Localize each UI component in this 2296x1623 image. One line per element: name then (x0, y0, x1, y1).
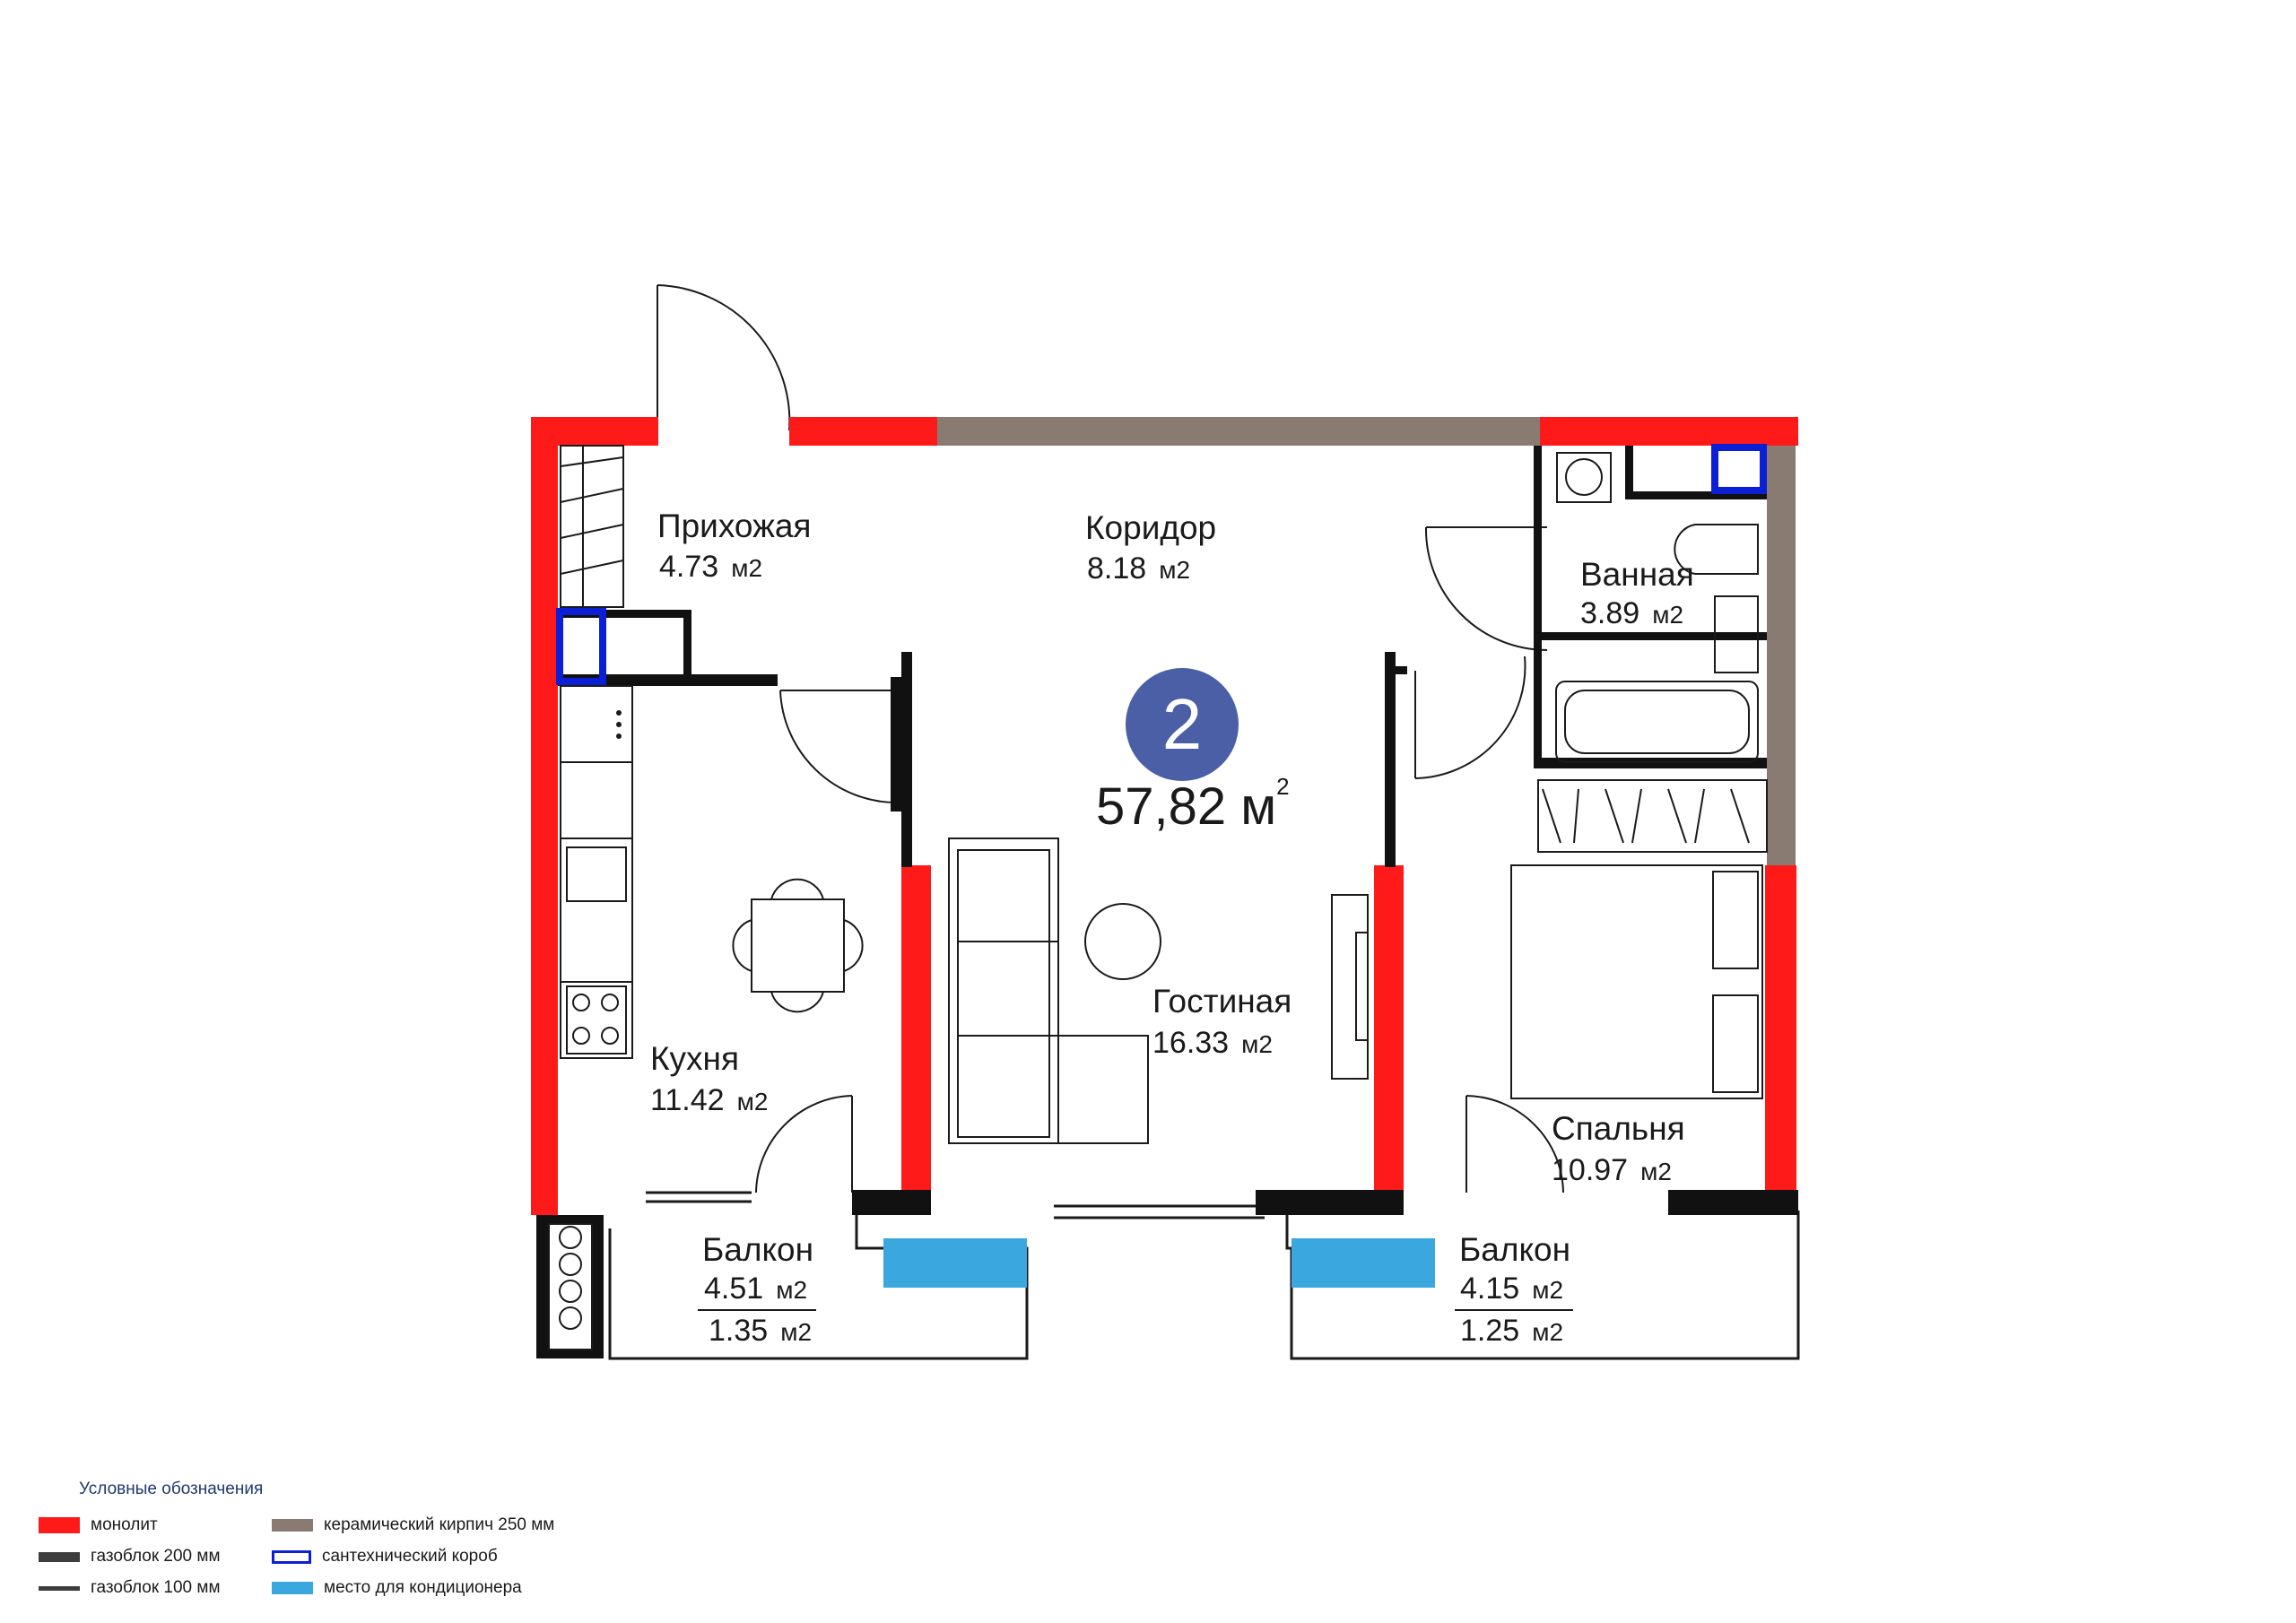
balcony-left-divider (698, 1309, 816, 1311)
bathroom-name: Ванная (1580, 556, 1694, 593)
legend-title: Условные обозначения (79, 1480, 264, 1498)
kitchen-set (560, 685, 633, 1059)
legend-ac-place: место для кондиционера (272, 1578, 522, 1598)
swatch-gasblock-100 (39, 1585, 80, 1591)
tv-stand (1331, 894, 1369, 1080)
legend-plumbing-box: сантехнический короб (272, 1547, 498, 1567)
kitchen-name: Кухня (650, 1040, 740, 1077)
bedroom-name: Спальня (1552, 1110, 1685, 1147)
swatch-brick (272, 1519, 313, 1532)
swatch-gasblock-200 (39, 1551, 80, 1562)
balcony-right-divider (1455, 1309, 1573, 1311)
bedroom-door (1414, 655, 1526, 779)
swatch-plumbing-box (272, 1549, 311, 1564)
entrance-door (657, 284, 791, 431)
swatch-monolith (39, 1517, 80, 1533)
balcony-door-left (755, 1095, 853, 1193)
monolith-walls (531, 417, 1798, 1215)
plumbing-boxes (556, 444, 1767, 685)
balconies (608, 1191, 1800, 1360)
living-name: Гостиная (1152, 983, 1292, 1020)
sofa (948, 838, 1149, 1144)
legend-gasblock-200: газоблок 200 мм (39, 1547, 221, 1567)
legend-monolith: монолит (39, 1515, 158, 1535)
hall-name: Прихожая (657, 508, 812, 544)
kitchen-door (779, 690, 898, 803)
swatch-ac-place (272, 1582, 313, 1594)
bathroom-door (1424, 526, 1548, 651)
bathroom-fixtures (1555, 452, 1759, 763)
rooms-count-badge: 2 (1126, 668, 1239, 781)
ac-place-left (883, 1238, 1027, 1288)
balcony-right-name: Балкон (1459, 1231, 1571, 1268)
balcony-door-right (1465, 1095, 1564, 1193)
coffee-table (1084, 903, 1161, 980)
brick-walls (937, 417, 1796, 865)
wardrobe (560, 445, 624, 608)
dining-table (732, 878, 864, 1013)
legend-gasblock-100: газоблок 100 мм (39, 1578, 221, 1598)
legend-brick: керамический кирпич 250 мм (272, 1515, 554, 1535)
balcony-left-name: Балкон (702, 1231, 814, 1268)
total-area: 57,82 м2 (1096, 773, 1290, 836)
corridor-name: Коридор (1085, 509, 1217, 546)
bedroom-furniture (1510, 779, 1768, 1099)
ac-place-right (1292, 1238, 1435, 1288)
